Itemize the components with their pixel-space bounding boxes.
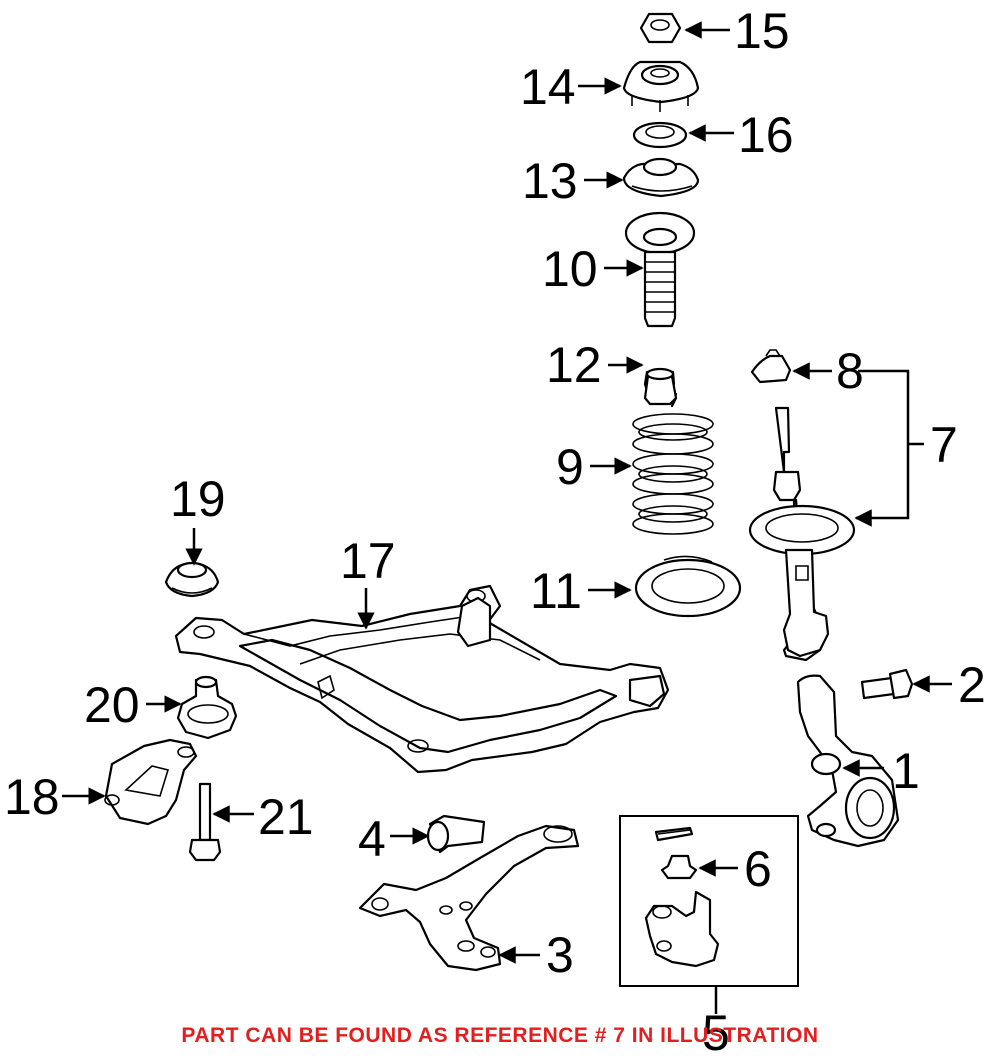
mount-insulator-icon [176,675,238,740]
callout-7: 7 [930,417,958,473]
spring-insulator-icon [634,555,742,618]
bearing-icon [632,121,688,149]
callout-14: 14 [520,59,576,115]
callout-11: 11 [530,563,582,619]
leader-lines [62,21,952,1014]
callout-18: 18 [4,769,60,825]
callout-2: 2 [958,657,986,713]
lower-control-arm-icon [358,824,580,972]
callout-10: 10 [542,241,598,297]
callout-5: 5 [702,1005,730,1056]
bushing-icon [426,814,486,854]
nut-icon [750,349,792,384]
bracket-icon [104,738,198,826]
callout-4: 4 [358,811,386,867]
callout-16: 16 [738,107,794,163]
callout-13: 13 [522,153,578,209]
reference-note: PART CAN BE FOUND AS REFERENCE # 7 IN IL… [181,1024,819,1047]
strut-assembly-icon [748,406,856,662]
bump-stop-icon [643,367,678,408]
bolt-icon [860,668,914,700]
ball-joint-kit-icon [619,815,799,987]
crossmember-icon [174,584,670,774]
callout-20: 20 [84,677,140,733]
strut-mount-icon [622,60,700,112]
spring-seat-icon [622,157,700,198]
callout-19: 19 [170,471,226,527]
dust-boot-icon [624,211,696,328]
callout-8: 8 [836,343,864,399]
callout-21: 21 [258,789,314,845]
bolt-icon [188,782,222,862]
mount-insulator-icon [164,561,220,598]
callout-1: 1 [892,743,920,799]
callout-6: 6 [744,841,772,897]
callout-12: 12 [546,337,602,393]
steering-knuckle-icon [796,674,900,848]
callout-3: 3 [546,927,574,983]
callout-17: 17 [340,533,396,589]
callout-15: 15 [734,3,790,59]
coil-spring-icon [632,413,714,535]
callout-9: 9 [556,439,584,495]
nut-icon [639,12,682,44]
